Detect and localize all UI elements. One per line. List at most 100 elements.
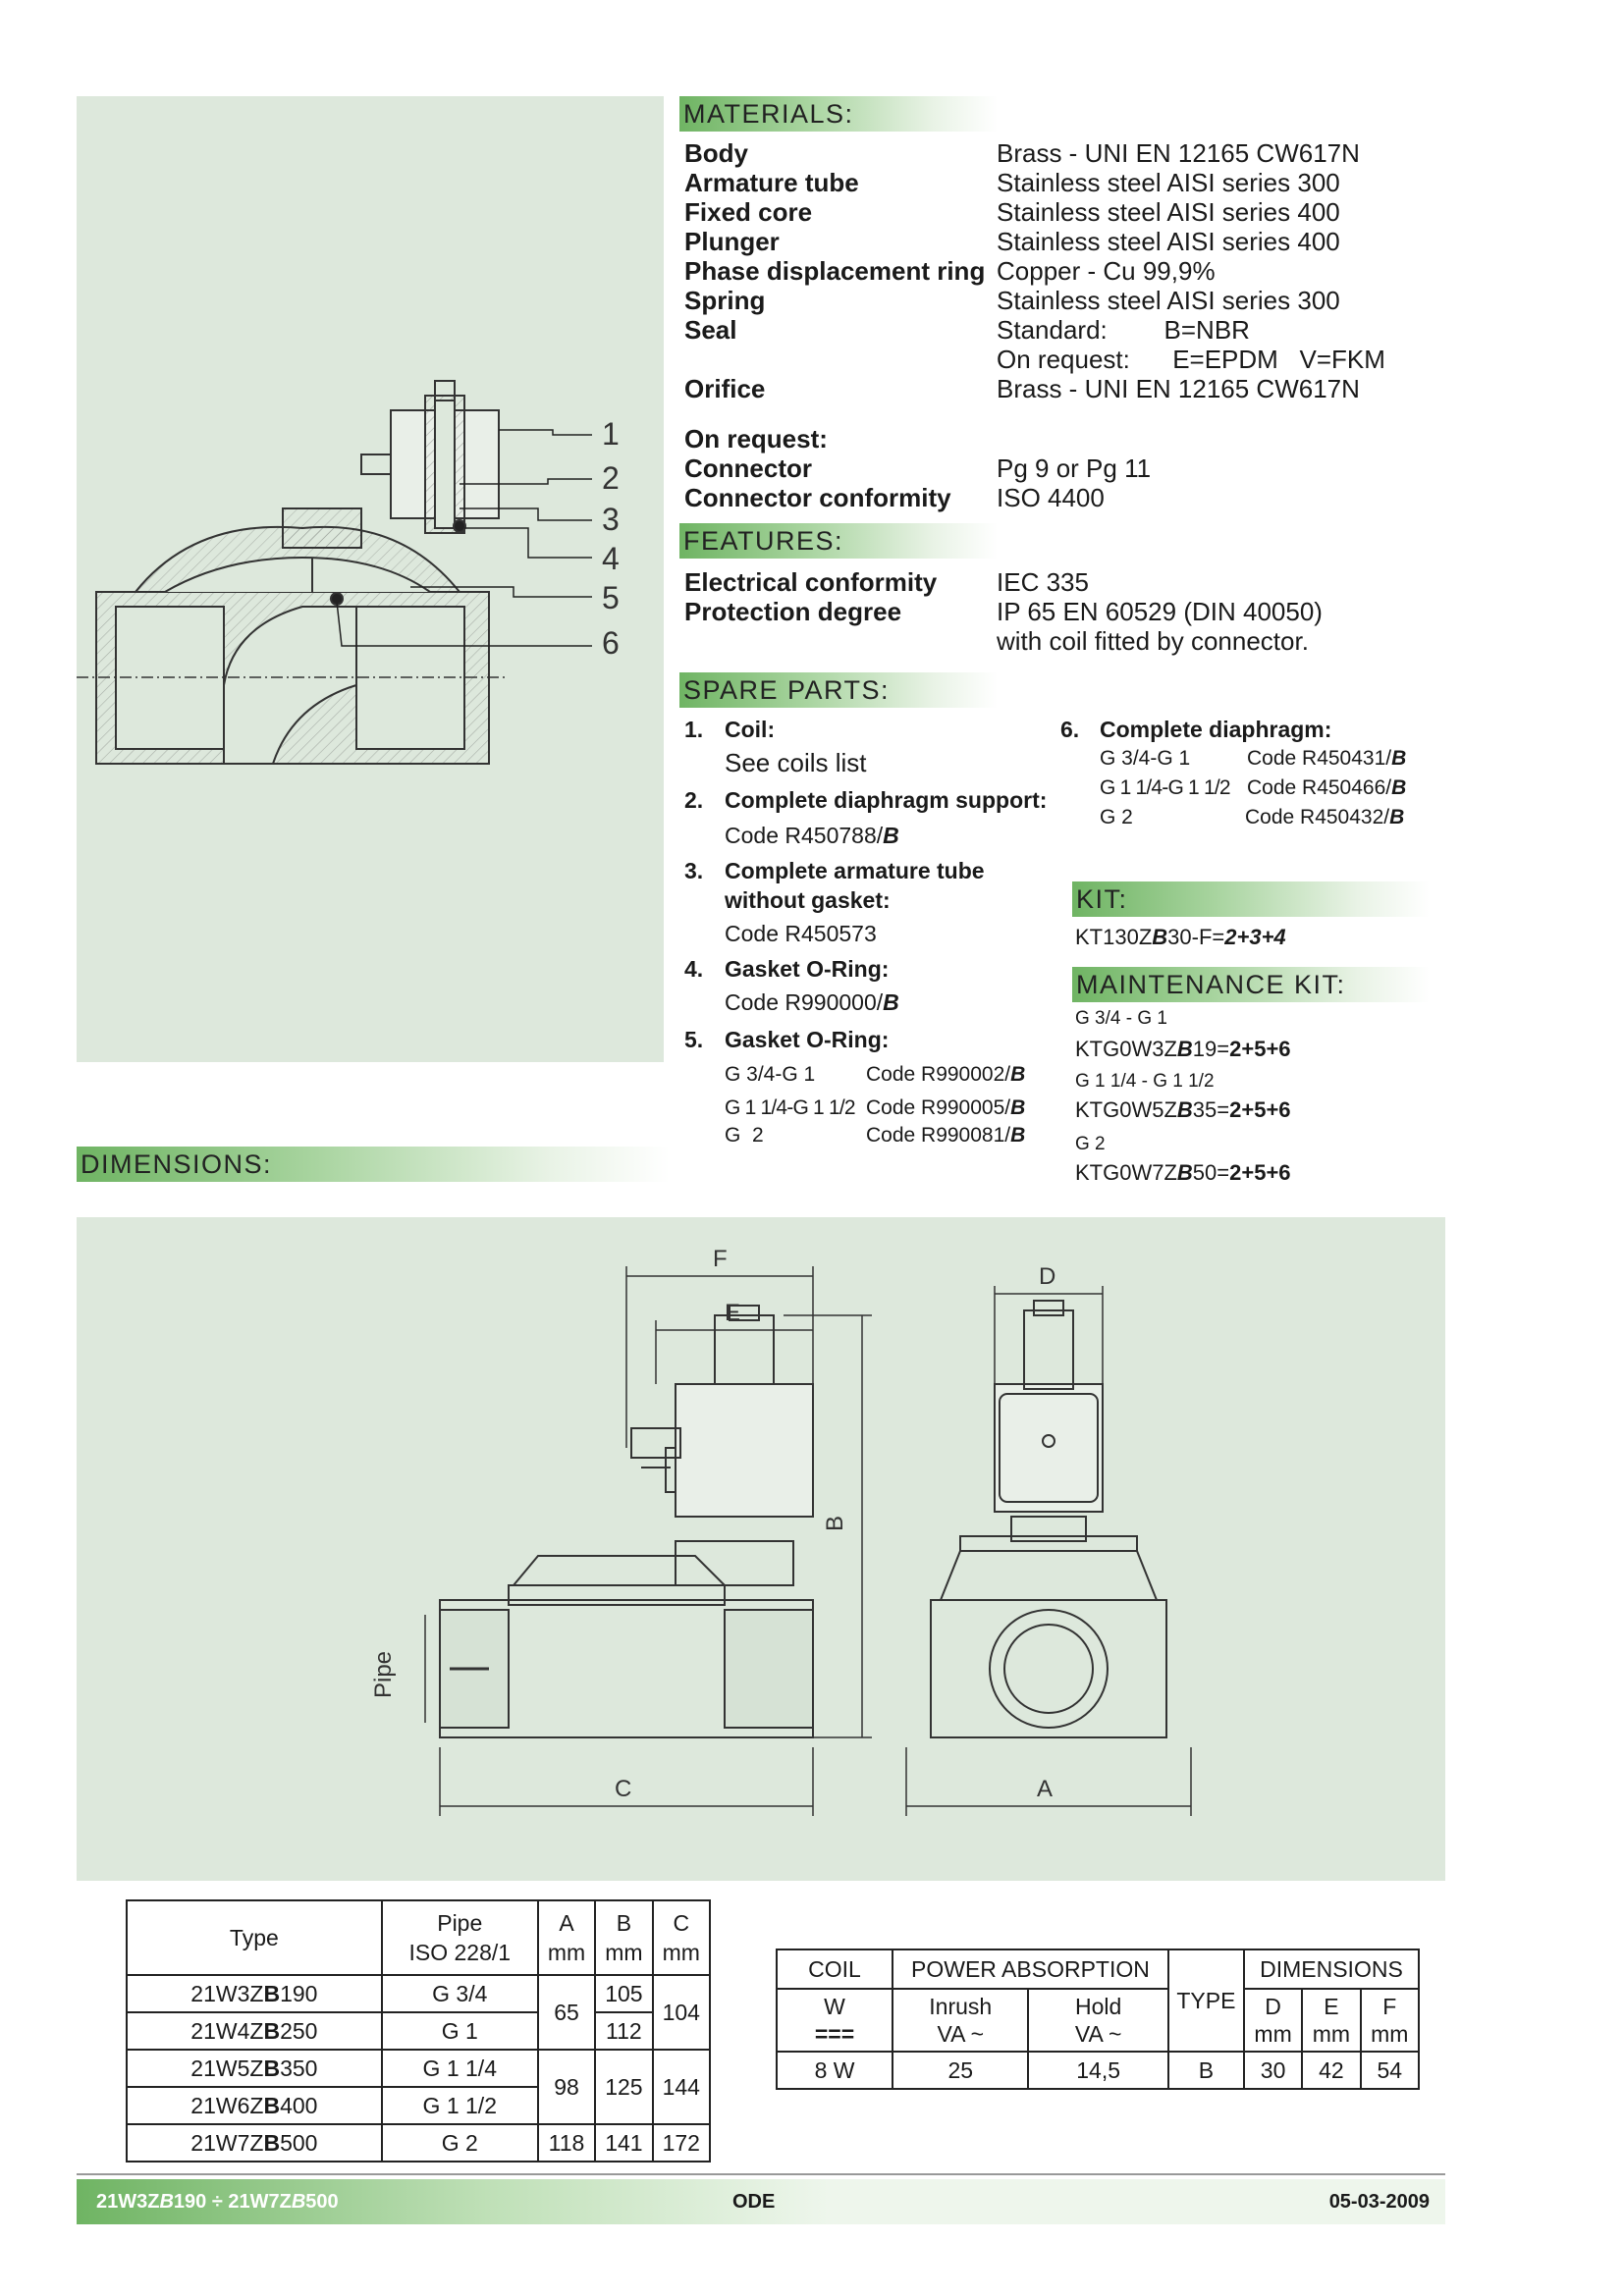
on-request-title: On request:	[684, 424, 828, 454]
maintenance-kit-code: KTG0W7ZB50=2+5+6	[1075, 1160, 1291, 1185]
w-header: W===	[775, 1988, 894, 2053]
spare-part-2-code: Code R450788/B	[725, 823, 899, 848]
spare-part-6-size: G 3/4-G 1	[1100, 747, 1191, 770]
table-row: 8 W 25 14,5 B 30 42 54	[775, 2051, 1421, 2090]
spare-part-5-size: G 3/4-G 1	[725, 1063, 816, 1086]
protection-degree-value: IP 65 EN 60529 (DIN 40050)	[997, 597, 1323, 626]
spare-part-1-number: 1.	[684, 717, 704, 742]
table-row: 21W7ZB500 G 2 118 141 172	[126, 2123, 712, 2163]
section-number-3: 3	[602, 502, 620, 537]
maintenance-kit-size: G 1 1/4 - G 1 1/2	[1075, 1071, 1215, 1092]
dimension-label-c: C	[615, 1776, 631, 1802]
electrical-conformity-value: IEC 335	[997, 567, 1089, 597]
material-value-seal: Standard: B=NBR	[997, 315, 1250, 345]
page-footer: 21W3ZB190 ÷ 21W7ZB500 ODE 05-03-2009	[77, 2179, 1445, 2224]
kit-header: KIT:	[1072, 881, 1430, 917]
features-header: FEATURES:	[679, 523, 998, 559]
maintenance-kit-size: G 3/4 - G 1	[1075, 1008, 1167, 1029]
spare-part-3-code: Code R450573	[725, 921, 877, 946]
spare-part-1-title: Coil:	[725, 717, 776, 742]
section-number-1: 1	[602, 416, 620, 452]
spare-part-2-title: Complete diaphragm support:	[725, 787, 1048, 813]
section-drawing-panel: 1 2 3 4 5 6	[77, 96, 664, 1062]
material-value-plunger: Stainless steel AISI series 400	[997, 227, 1340, 256]
material-value-armature-tube: Stainless steel AISI series 300	[997, 168, 1340, 197]
material-value-phase-ring: Copper - Cu 99,9%	[997, 256, 1216, 286]
material-value-orifice: Brass - UNI EN 12165 CW617N	[997, 374, 1360, 403]
material-label-armature-tube: Armature tube	[684, 168, 859, 197]
dimension-label-e: E	[725, 1300, 740, 1326]
spare-part-5-code: Code R990081/B	[866, 1124, 1026, 1147]
spare-part-6-size: G 2	[1100, 806, 1133, 828]
spare-part-1-text: See coils list	[725, 748, 867, 777]
spare-part-2-number: 2.	[684, 787, 704, 813]
material-label-phase-ring: Phase displacement ring	[684, 256, 986, 286]
section-number-6: 6	[602, 625, 620, 661]
material-label-orifice: Orifice	[684, 374, 766, 403]
spare-part-5-code: Code R990002/B	[866, 1063, 1026, 1086]
materials-header: MATERIALS:	[679, 96, 998, 132]
spare-part-4-code: Code R990000/B	[725, 989, 899, 1015]
spare-part-4-title: Gasket O-Ring:	[725, 956, 890, 982]
coil-header: COIL	[775, 1949, 894, 1990]
coil-table: COIL POWER ABSORPTION TYPE DIMENSIONS W=…	[775, 1949, 1421, 2090]
table-row: 21W6ZB400 G 1 1/2	[126, 2086, 710, 2125]
connector-value: Pg 9 or Pg 11	[997, 454, 1152, 483]
dimensions-header: DIMENSIONS:	[77, 1147, 670, 1182]
spare-part-6-code: Code R450466/B	[1247, 776, 1407, 799]
power-absorption-header: POWER ABSORPTION	[892, 1949, 1169, 1990]
spare-part-6-code: Code R450431/B	[1247, 747, 1407, 770]
spare-part-6-title: Complete diaphragm:	[1100, 717, 1332, 742]
valve-section-drawing: 1 2 3 4 5 6	[77, 380, 620, 765]
protection-degree-note: with coil fitted by connector.	[997, 626, 1309, 656]
maintenance-kit-header: MAINTENANCE KIT:	[1072, 967, 1430, 1002]
spare-part-6-size: G 1 1/4-G 1 1/2	[1100, 776, 1231, 799]
spare-part-5-size: G 2	[725, 1124, 764, 1147]
footer-date: 05-03-2009	[1328, 2191, 1430, 2213]
dimension-label-pipe: Pipe	[370, 1651, 397, 1698]
type-header: TYPE	[1166, 1949, 1245, 2053]
spare-part-5-number: 5.	[684, 1027, 704, 1052]
spare-part-3-number: 3.	[684, 858, 704, 883]
footer-divider	[77, 2173, 1445, 2175]
maintenance-kit-size: G 2	[1075, 1134, 1106, 1154]
col-header-type: Type	[126, 1899, 383, 1976]
spare-part-5-title: Gasket O-Ring:	[725, 1027, 890, 1052]
spare-part-6-number: 6.	[1060, 717, 1080, 742]
dimensions-col-header: DIMENSIONS	[1242, 1949, 1421, 1990]
spare-part-5-size: G 1 1/4-G 1 1/2	[725, 1096, 856, 1119]
spare-part-3-title-cont: without gasket:	[725, 887, 891, 913]
table-row: 21W4ZB250 G 1 112	[126, 2011, 710, 2051]
connector-conformity-label: Connector conformity	[684, 483, 951, 512]
spare-part-5-code: Code R990005/B	[866, 1096, 1026, 1119]
spare-part-3-title: Complete armature tube	[725, 858, 985, 883]
material-label-plunger: Plunger	[684, 227, 780, 256]
spare-parts-header: SPARE PARTS:	[679, 672, 998, 708]
material-value-body: Brass - UNI EN 12165 CW617N	[997, 138, 1360, 168]
material-label-fixed-core: Fixed core	[684, 197, 813, 227]
footer-model-range: 21W3ZB190 ÷ 21W7ZB500	[96, 2191, 339, 2213]
material-value-fixed-core: Stainless steel AISI series 400	[997, 197, 1340, 227]
maintenance-kit-code: KTG0W5ZB35=2+5+6	[1075, 1097, 1291, 1122]
electrical-conformity-label: Electrical conformity	[684, 567, 938, 597]
table-row: 21W3ZB190 G 3/4 65 105 104	[126, 1974, 712, 2051]
protection-degree-label: Protection degree	[684, 597, 902, 626]
dimension-label-d: D	[1039, 1263, 1055, 1290]
material-value-spring: Stainless steel AISI series 300	[997, 286, 1340, 315]
kit-code: KT130ZB30-F=2+3+4	[1075, 925, 1286, 949]
section-number-2: 2	[602, 460, 620, 496]
material-label-seal: Seal	[684, 315, 737, 345]
maintenance-kit-code: KTG0W3ZB19=2+5+6	[1075, 1037, 1291, 1061]
footer-brand: ODE	[732, 2191, 776, 2213]
valve-dimension-drawing: F E D B C A Pipe	[370, 1246, 1192, 1816]
section-number-4: 4	[602, 541, 620, 576]
